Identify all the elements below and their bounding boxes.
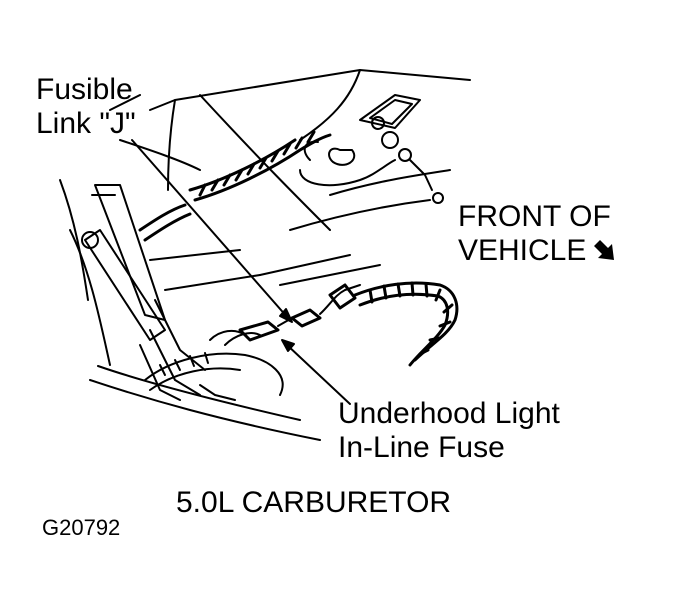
body-panels bbox=[59, 69, 471, 441]
front-of-vehicle-line1: FRONT OF bbox=[458, 200, 611, 233]
figure-code: G20792 bbox=[42, 515, 121, 540]
fuse-leader bbox=[285, 343, 351, 405]
underhood-light-fuse-label: Underhood Light In-Line Fuse bbox=[338, 397, 560, 465]
bracket-assembly bbox=[299, 94, 444, 204]
fuse-arrowhead bbox=[281, 339, 295, 352]
fusible-link-leader bbox=[131, 139, 289, 319]
front-of-vehicle-line2-row: VEHICLE bbox=[458, 234, 616, 268]
linkage-rods bbox=[81, 184, 206, 401]
front-of-vehicle-line2: VEHICLE bbox=[458, 234, 587, 267]
diagram-caption: 5.0L CARBURETOR bbox=[176, 486, 452, 519]
leader-lines bbox=[131, 139, 351, 405]
wiring-harness-lower bbox=[144, 284, 361, 401]
fusible-link-label-line1: Fusible bbox=[36, 73, 133, 106]
fusible-link-arrowhead bbox=[279, 308, 293, 323]
front-of-vehicle-label: FRONT OF VEHICLE bbox=[458, 200, 616, 268]
fusible-link-label: Fusible Link "J" bbox=[36, 73, 136, 141]
arrow-down-right-icon bbox=[594, 240, 615, 260]
wiring-loom-right bbox=[328, 281, 459, 367]
wiring-loom-upper bbox=[138, 130, 332, 242]
underhood-light-fuse-line1: Underhood Light bbox=[338, 397, 560, 430]
underhood-light-fuse-line2: In-Line Fuse bbox=[338, 431, 505, 464]
fusible-link-label-line2: Link "J" bbox=[36, 107, 136, 140]
